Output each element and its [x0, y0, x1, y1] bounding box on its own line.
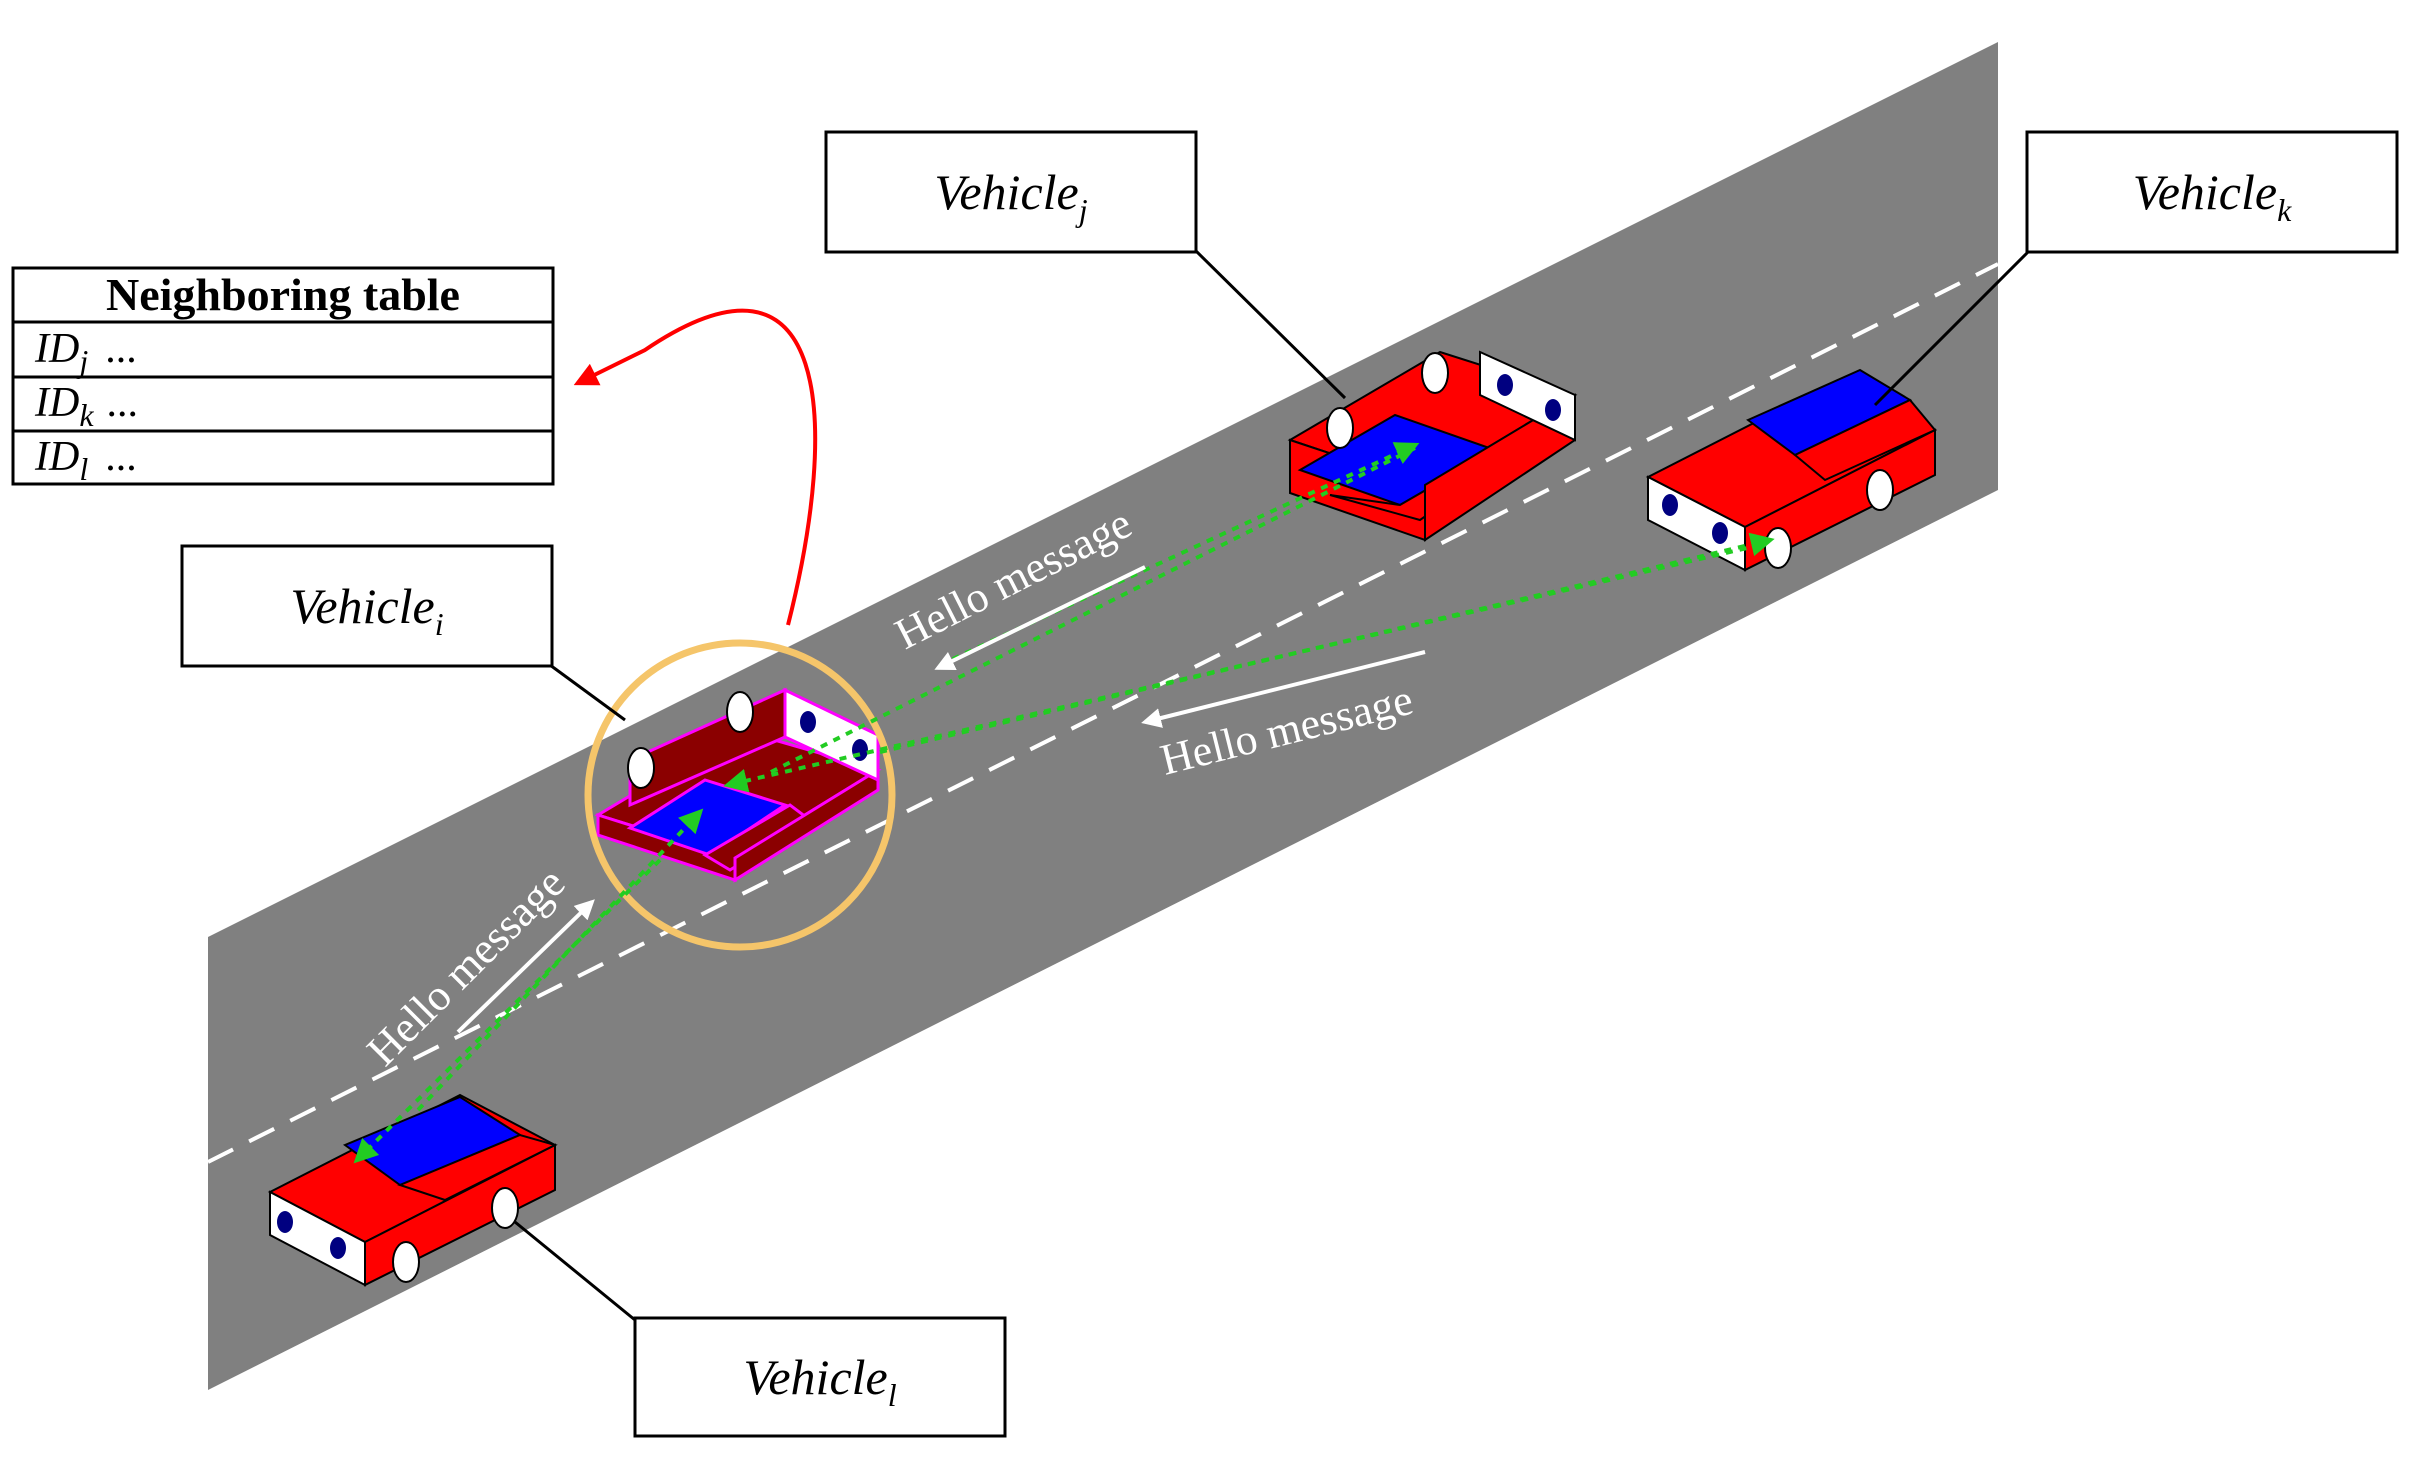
label-vehicle-l: Vehiclel: [514, 1220, 1007, 1438]
car-vehicle-k: [1645, 368, 1938, 572]
table-row: IDl...: [34, 434, 138, 487]
svg-text:Vehiclek: Vehiclek: [2133, 164, 2292, 228]
signal-arrow-i-to-k: [879, 532, 1775, 754]
update-table-arrow: [573, 308, 818, 626]
svg-text:Vehiclel: Vehiclel: [743, 1349, 896, 1413]
signal-arrow-j-to-i: [764, 446, 1416, 777]
direction-arrow-middle: [1141, 650, 1426, 728]
label-vehicle-i: Vehiclei: [180, 544, 626, 722]
car-vehicle-l: [267, 1093, 558, 1287]
svg-text:Vehiclej: Vehiclej: [934, 164, 1087, 228]
direction-arrow-upper: [934, 565, 1146, 670]
table-title: Neighboring table: [106, 269, 460, 320]
car-vehicle-j: [1287, 350, 1578, 542]
signal-arrow-k-to-i: [723, 543, 1761, 793]
highlight-circle: [584, 639, 896, 951]
table-row: IDj...: [34, 326, 138, 379]
signal-arrow-i-to-l: [353, 858, 662, 1164]
label-vehicle-k: Vehiclek: [1873, 130, 2399, 407]
neighboring-table: Neighboring table IDj... IDk... IDl...: [11, 266, 555, 487]
road: [208, 42, 1998, 1390]
direction-arrow-lower: [456, 899, 595, 1034]
label-vehicle-j: Vehiclej: [824, 130, 1347, 400]
table-row: IDk...: [34, 380, 139, 433]
car-vehicle-i: [594, 687, 882, 883]
signal-arrow-l-to-i: [416, 808, 704, 1112]
svg-text:Vehiclei: Vehiclei: [290, 578, 443, 642]
